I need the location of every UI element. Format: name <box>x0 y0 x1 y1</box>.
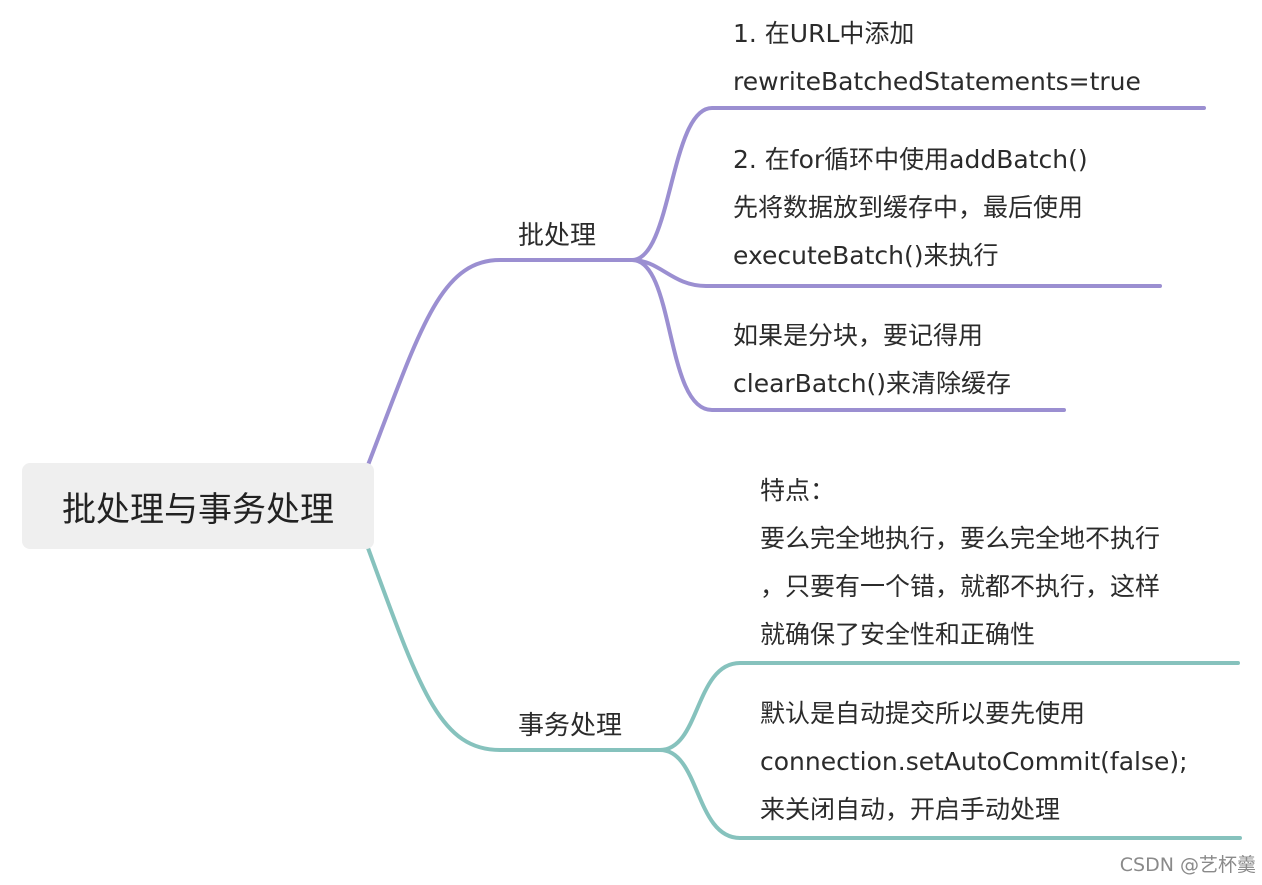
leaf-line: connection.setAutoCommit(false); <box>760 747 1188 776</box>
leaf-line: 1. 在URL中添加 <box>733 19 915 48</box>
connector-batch-leaf-1 <box>630 106 1206 262</box>
branch-topic-batch-label: 批处理 <box>518 221 597 251</box>
leaf-line: 2. 在for循环中使用addBatch() <box>733 145 1088 174</box>
connector-root-transaction <box>366 546 662 752</box>
root-topic-label: 批处理与事务处理 <box>62 489 334 530</box>
leaf-line: 来关闭自动，开启手动处理 <box>760 795 1061 824</box>
connector-transaction-leaf-2 <box>658 748 1242 840</box>
branch-topic-transaction[interactable]: 事务处理 <box>518 705 622 742</box>
leaf-line: 如果是分块，要记得用 <box>733 321 984 350</box>
connector-transaction-leaf-1 <box>658 661 1240 752</box>
root-topic[interactable]: 批处理与事务处理 <box>22 463 374 549</box>
branch-topic-batch[interactable]: 批处理 <box>518 215 596 252</box>
leaf-line: ，只要有一个错，就都不执行，这样 <box>760 572 1161 601</box>
leaf-line: clearBatch()来清除缓存 <box>733 369 1012 398</box>
leaf-features[interactable]: 特点： 要么完全地执行，要么完全地不执行 ，只要有一个错，就都不执行，这样 就确… <box>760 467 1160 659</box>
connector-batch-leaf-3 <box>630 258 1066 412</box>
leaf-clear-batch[interactable]: 如果是分块，要记得用 clearBatch()来清除缓存 <box>733 312 1011 408</box>
leaf-line: 要么完全地执行，要么完全地不执行 <box>760 524 1161 553</box>
branch-topic-transaction-label: 事务处理 <box>518 711 623 741</box>
leaf-line: 默认是自动提交所以要先使用 <box>760 699 1086 728</box>
leaf-line: rewriteBatchedStatements=true <box>733 67 1141 96</box>
connector-root-batch <box>366 258 634 467</box>
leaf-auto-commit[interactable]: 默认是自动提交所以要先使用 connection.setAutoCommit(f… <box>760 690 1188 834</box>
leaf-url-setting[interactable]: 1. 在URL中添加 rewriteBatchedStatements=true <box>733 10 1141 106</box>
leaf-line: 特点： <box>760 476 836 505</box>
leaf-line: executeBatch()来执行 <box>733 241 999 270</box>
leaf-add-batch[interactable]: 2. 在for循环中使用addBatch() 先将数据放到缓存中，最后使用 ex… <box>733 136 1088 280</box>
leaf-line: 先将数据放到缓存中，最后使用 <box>733 193 1084 222</box>
watermark: CSDN @艺杯羹 <box>1119 854 1256 876</box>
leaf-line: 就确保了安全性和正确性 <box>760 620 1036 649</box>
